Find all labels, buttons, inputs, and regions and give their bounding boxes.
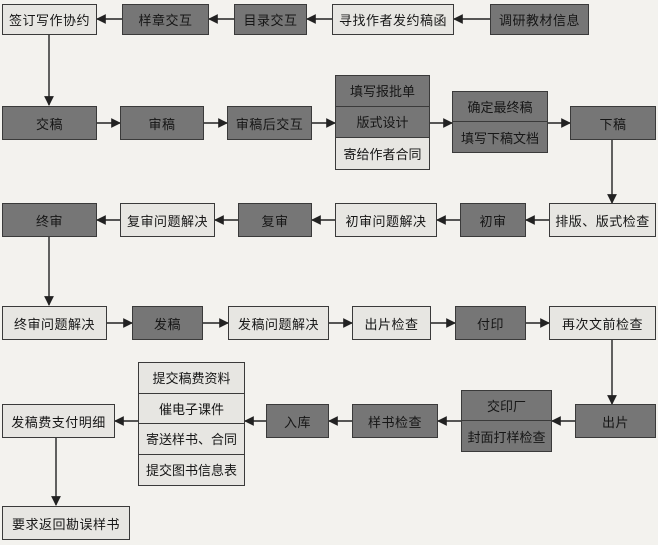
node-review-manuscript: 审稿 <box>120 106 204 140</box>
node-sign-agreement: 签订写作协约 <box>2 4 97 35</box>
node-printing: 付印 <box>455 306 526 340</box>
node-toc-exchange: 目录交互 <box>234 4 307 35</box>
node-final-issue-resolve: 终审问题解决 <box>2 306 107 340</box>
group-factory-cover: 交印厂 封面打样检查 <box>461 390 552 452</box>
node-final-review: 终审 <box>2 203 97 237</box>
node-fee-payment: 发稿费支付明细 <box>2 404 115 438</box>
node-cover-proof-check: 封面打样检查 <box>462 421 551 451</box>
node-urge-courseware: 催电子课件 <box>139 393 244 424</box>
node-fill-approval: 填写报批单 <box>336 76 429 107</box>
node-send-contract: 寄给作者合同 <box>336 137 429 169</box>
group-approval-design-contract: 填写报批单 版式设计 寄给作者合同 <box>335 75 430 170</box>
group-confirm-release: 确定最终稿 填写下稿文档 <box>452 91 548 153</box>
node-research-info: 调研教材信息 <box>490 4 589 35</box>
node-confirm-final: 确定最终稿 <box>453 92 547 122</box>
node-release-manuscript: 下稿 <box>570 106 656 140</box>
node-submit-fee-info: 提交稿费资料 <box>139 363 244 394</box>
node-sample-chapter: 样章交互 <box>122 4 209 35</box>
node-film-out: 出片 <box>575 404 656 438</box>
node-send-samples-contract: 寄送样书、合同 <box>139 424 244 455</box>
node-film-check: 出片检查 <box>352 306 431 340</box>
node-sample-check: 样书检查 <box>352 404 438 438</box>
node-layout-design: 版式设计 <box>336 106 429 138</box>
node-request-return: 要求返回勘误样书 <box>2 506 130 540</box>
node-print-issue-resolve: 发稿问题解决 <box>228 306 329 340</box>
node-first-issue-resolve: 初审问题解决 <box>335 203 437 237</box>
node-submit-manuscript: 交稿 <box>2 106 97 140</box>
group-fee-courseware-samples-info: 提交稿费资料 催电子课件 寄送样书、合同 提交图书信息表 <box>138 362 245 486</box>
node-post-review-exchange: 审稿后交互 <box>227 106 312 140</box>
node-submit-book-info: 提交图书信息表 <box>139 454 244 485</box>
node-precheck-again: 再次文前检查 <box>549 306 656 340</box>
node-typeset-check: 排版、版式检查 <box>549 203 656 237</box>
node-warehouse: 入库 <box>266 404 329 438</box>
node-second-review: 复审 <box>238 203 312 237</box>
node-second-issue-resolve: 复审问题解决 <box>120 203 215 237</box>
node-send-to-print: 发稿 <box>132 306 203 340</box>
node-first-review: 初审 <box>460 203 526 237</box>
node-to-print-factory: 交印厂 <box>462 391 551 421</box>
node-find-author: 寻找作者发约稿函 <box>332 4 454 35</box>
node-fill-release-doc: 填写下稿文档 <box>453 122 547 152</box>
